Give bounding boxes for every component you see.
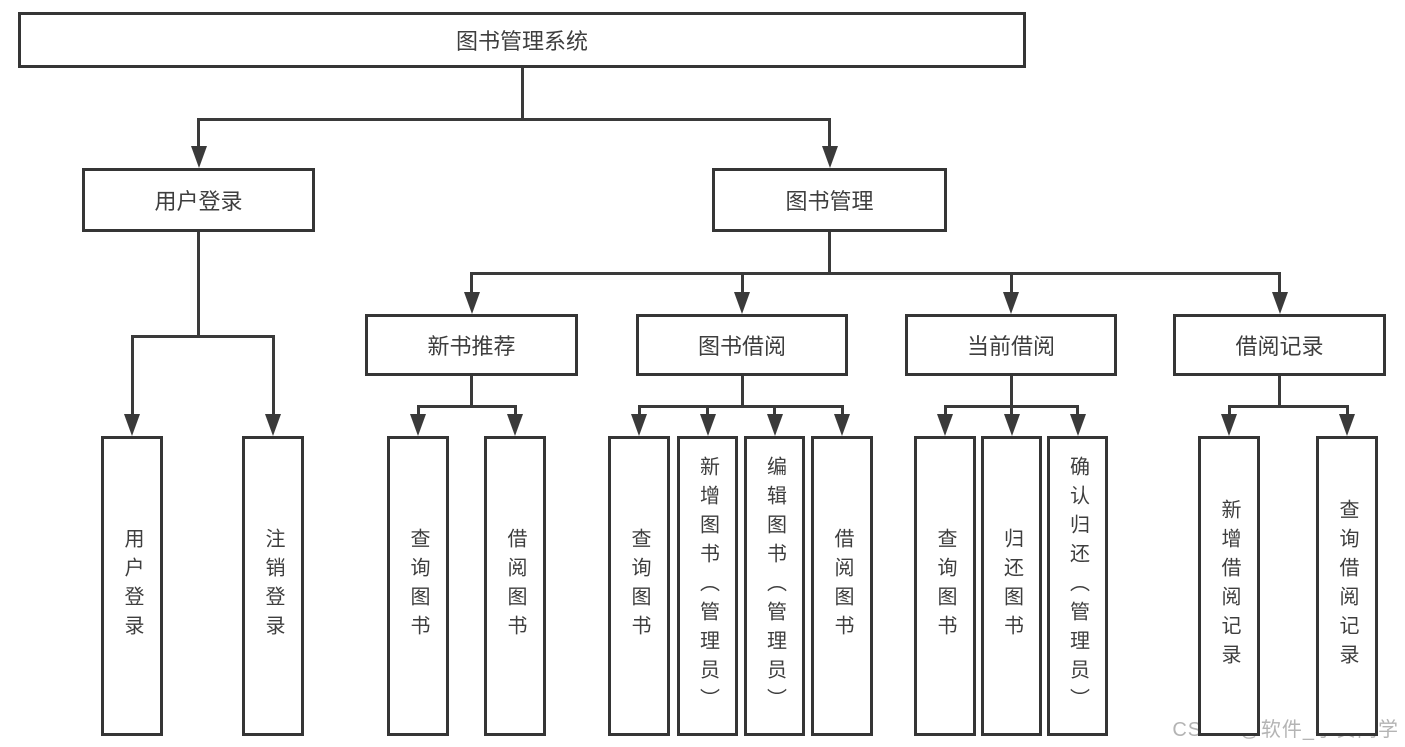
- arrow-down-icon: [190, 146, 207, 168]
- node-leaf-logout: 注销登录: [242, 436, 304, 736]
- connector-drop: [740, 272, 744, 296]
- arrow-down-icon: [507, 414, 523, 436]
- connector-drop: [828, 118, 831, 150]
- arrow-down-icon: [631, 414, 647, 436]
- connector-drop: [637, 405, 641, 418]
- connector-drop: [513, 405, 517, 418]
- arrow-down-icon: [1339, 414, 1355, 436]
- arrow-down-icon: [1221, 414, 1237, 436]
- node-user-login: 用户登录: [82, 168, 315, 232]
- node-book-borrow: 图书借阅: [636, 314, 848, 376]
- arrow-down-icon: [1003, 414, 1020, 436]
- connector-stem: [740, 376, 744, 408]
- node-root: 图书管理系统: [18, 12, 1026, 68]
- connector-drop: [773, 405, 776, 418]
- arrow-down-icon: [699, 414, 716, 436]
- connector-drop: [470, 272, 473, 296]
- node-leaf-query-book-3: 查询图书: [914, 436, 976, 736]
- node-book-mgmt: 图书管理: [712, 168, 947, 232]
- connector-drop: [943, 405, 947, 418]
- node-leaf-borrow-book-2: 借阅图书: [811, 436, 873, 736]
- connector-stem: [1009, 376, 1013, 408]
- connector-drop: [416, 405, 420, 418]
- node-leaf-edit-book: 编辑图书（管理员）: [744, 436, 805, 736]
- node-leaf-query-record: 查询借阅记录: [1316, 436, 1378, 736]
- connector-drop: [706, 405, 709, 418]
- node-leaf-confirm-return: 确认归还（管理员）: [1047, 436, 1108, 736]
- arrow-down-icon: [410, 414, 426, 436]
- connector-stem: [1278, 376, 1281, 408]
- arrow-down-icon: [265, 414, 281, 436]
- connector-rail: [130, 335, 275, 338]
- arrow-down-icon: [124, 414, 140, 436]
- node-leaf-return-book: 归还图书: [981, 436, 1042, 736]
- arrow-down-icon: [463, 292, 480, 314]
- node-borrow-records: 借阅记录: [1173, 314, 1386, 376]
- connector-drop: [840, 405, 844, 418]
- arrow-down-icon: [834, 414, 850, 436]
- arrow-down-icon: [766, 414, 783, 436]
- node-leaf-query-book-1: 查询图书: [387, 436, 449, 736]
- connector-drop: [271, 335, 275, 418]
- connector-rail: [416, 405, 517, 408]
- node-new-book-rec: 新书推荐: [365, 314, 578, 376]
- arrow-down-icon: [821, 146, 838, 168]
- node-leaf-borrow-book-1: 借阅图书: [484, 436, 546, 736]
- node-current-borrow: 当前借阅: [905, 314, 1117, 376]
- connector-drop: [1076, 405, 1079, 418]
- connector-stem: [828, 232, 831, 275]
- arrow-down-icon: [1271, 292, 1288, 314]
- node-leaf-query-book-2: 查询图书: [608, 436, 670, 736]
- connector-drop: [1227, 405, 1231, 418]
- connector-drop: [1010, 405, 1013, 418]
- connector-stem: [470, 376, 473, 408]
- arrow-down-icon: [734, 292, 750, 314]
- connector-stem: [520, 68, 524, 121]
- node-leaf-add-record: 新增借阅记录: [1198, 436, 1260, 736]
- connector-rail: [197, 118, 831, 121]
- connector-rail: [470, 272, 1281, 275]
- arrow-down-icon: [1069, 414, 1086, 436]
- node-leaf-user-login: 用户登录: [101, 436, 163, 736]
- connector-drop: [197, 118, 200, 150]
- connector-stem: [197, 232, 200, 338]
- arrow-down-icon: [1003, 292, 1019, 314]
- connector-rail: [1227, 405, 1349, 408]
- connector-rail: [637, 405, 844, 408]
- connector-drop: [1345, 405, 1349, 418]
- connector-drop: [130, 335, 134, 418]
- connector-drop: [1278, 272, 1281, 296]
- connector-drop: [1009, 272, 1013, 296]
- node-leaf-add-book: 新增图书（管理员）: [677, 436, 738, 736]
- arrow-down-icon: [937, 414, 953, 436]
